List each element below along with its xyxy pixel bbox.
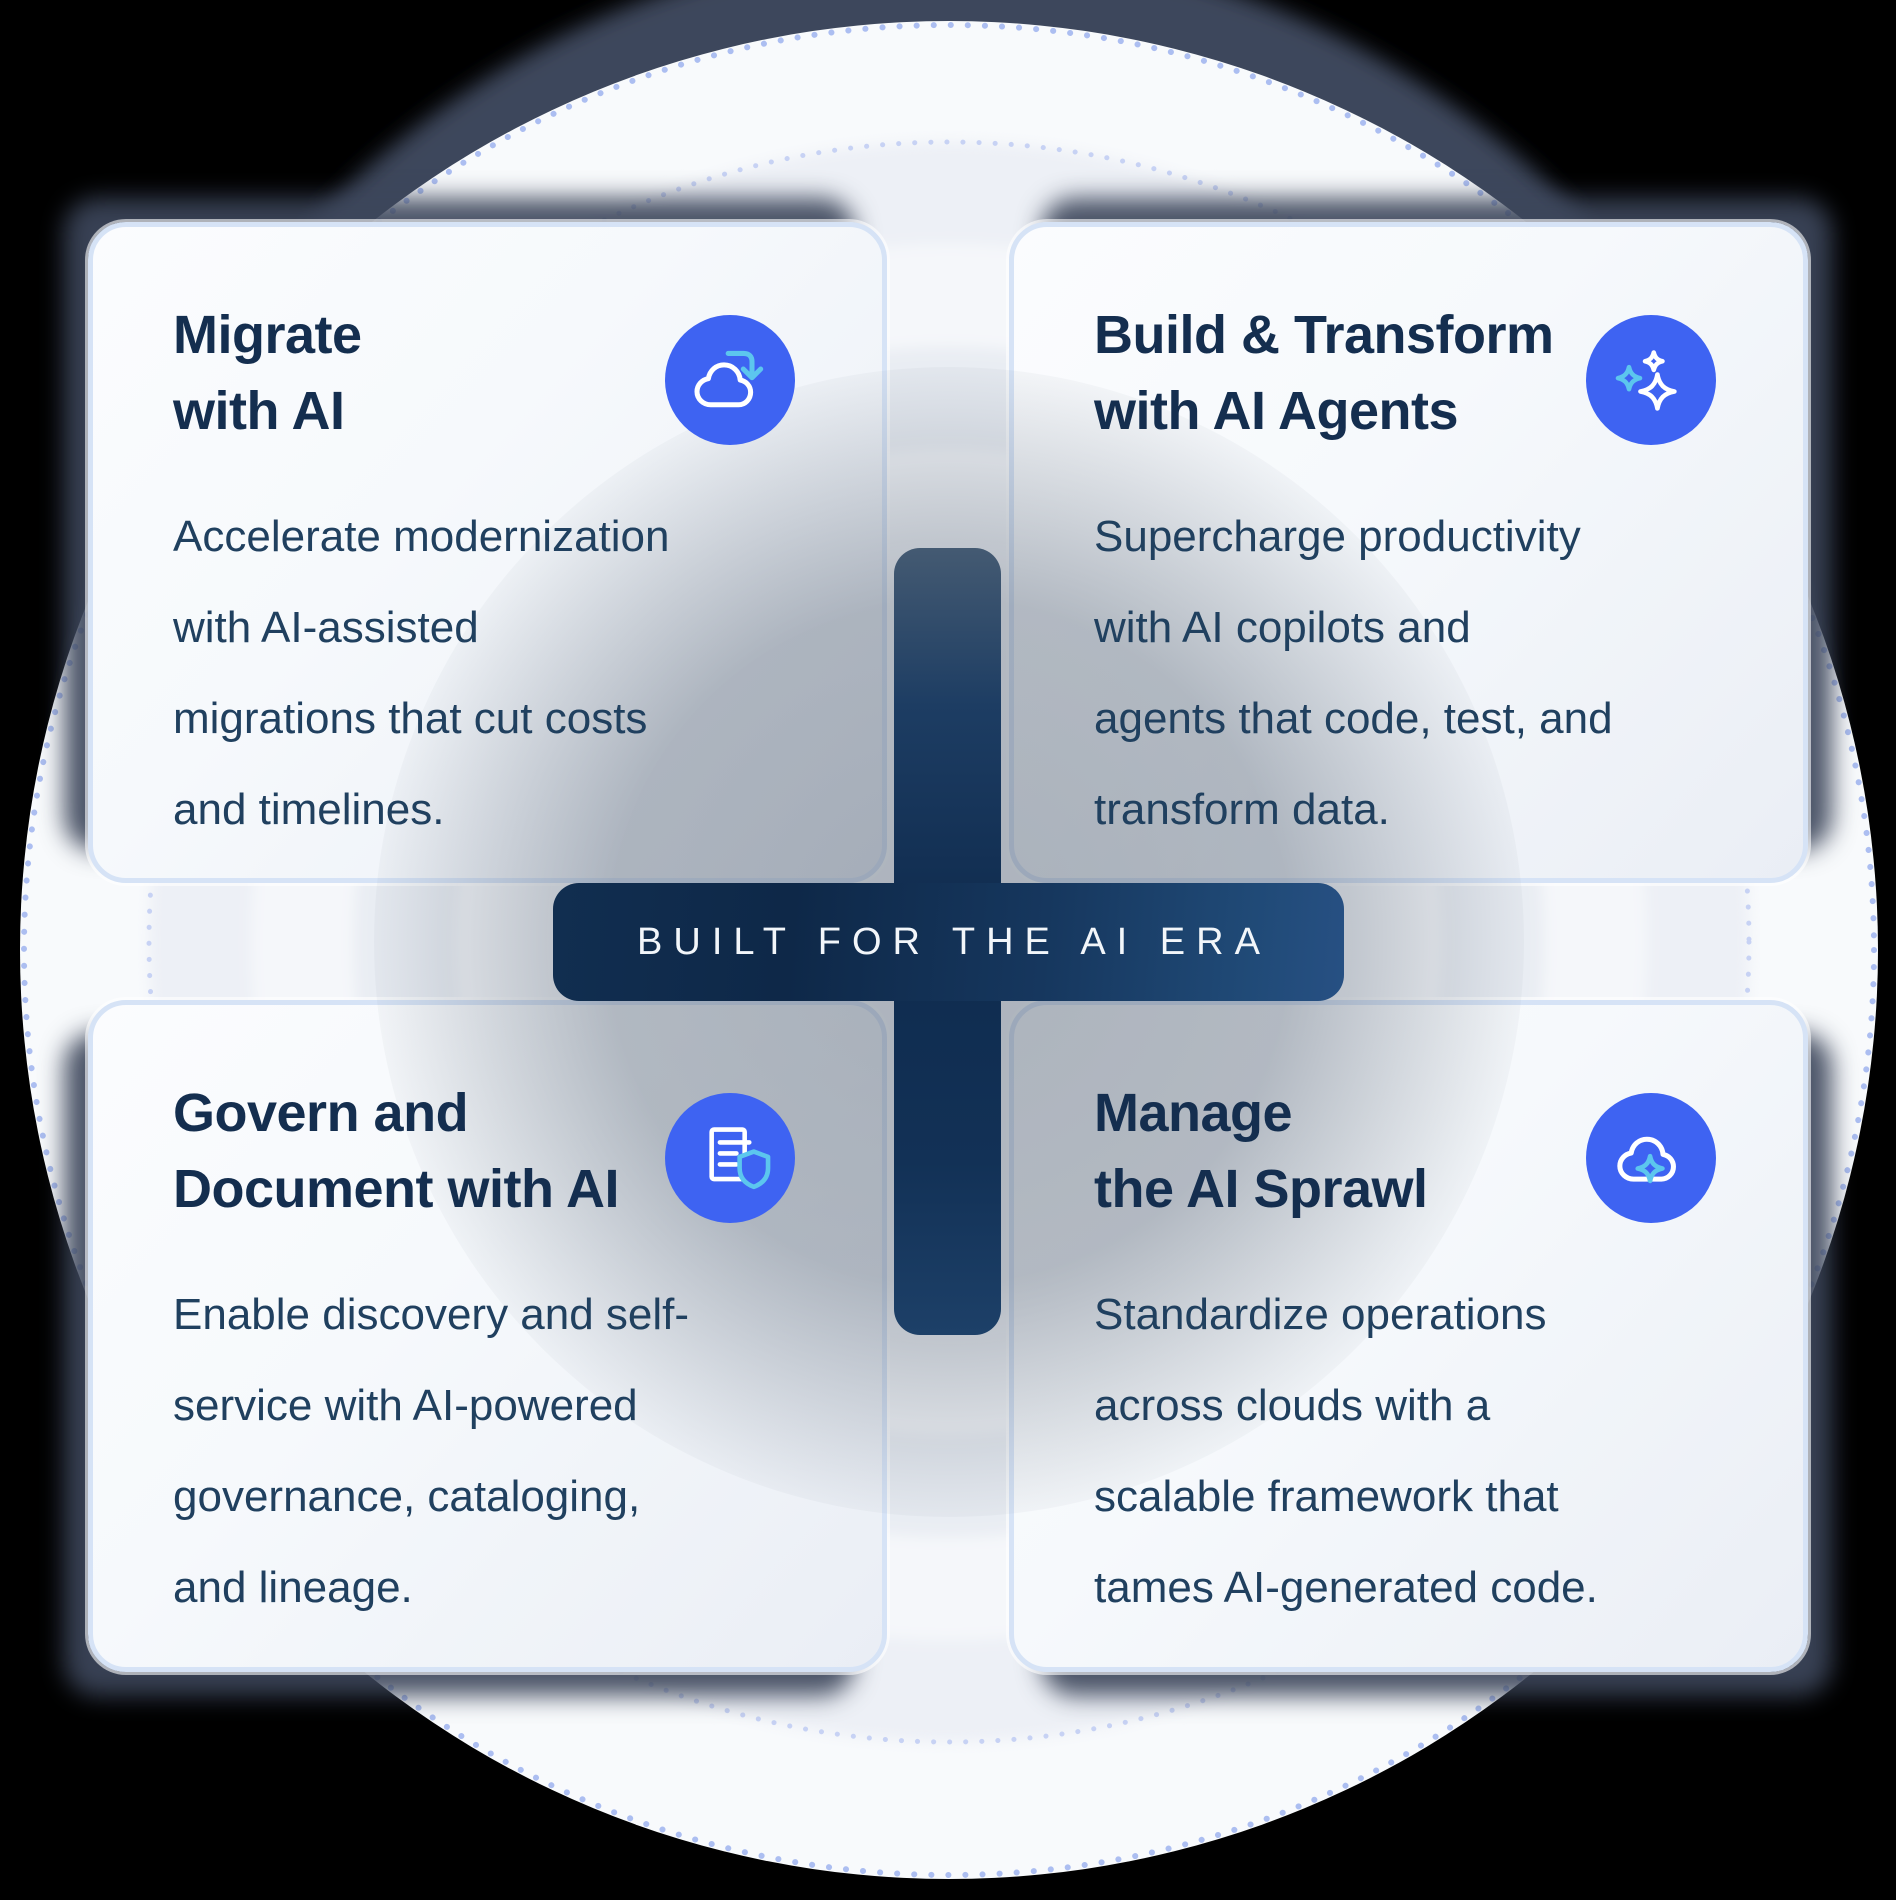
card-content: Manage the AI Sprawl Standardize operati…: [1014, 1075, 1803, 1633]
center-label: BUILT FOR THE AI ERA: [637, 920, 1271, 963]
card-title-line: with AI Agents: [1094, 381, 1459, 441]
card-body-line: with AI copilots and: [1094, 603, 1471, 652]
card-title: Migrate with AI: [173, 297, 846, 449]
card-build-transform: Build & Transform with AI Agents Superch…: [1009, 222, 1808, 883]
card-body-line: service with AI-powered: [173, 1381, 638, 1430]
card-body-line: scalable framework that: [1094, 1472, 1559, 1521]
card-title-line: Migrate: [173, 305, 362, 365]
card-body-line: Standardize operations: [1094, 1290, 1547, 1339]
card-body: Standardize operations across clouds wit…: [1094, 1269, 1767, 1633]
card-body: Accelerate modernization with AI-assiste…: [173, 491, 846, 855]
card-title-line: the AI Sprawl: [1094, 1159, 1428, 1219]
card-content: Govern and Document with AI Enable disco…: [93, 1075, 882, 1633]
card-content: Build & Transform with AI Agents Superch…: [1014, 297, 1803, 855]
card-manage-sprawl: Manage the AI Sprawl Standardize operati…: [1009, 1000, 1808, 1672]
card-body-line: governance, cataloging,: [173, 1472, 641, 1521]
card-body-line: Supercharge productivity: [1094, 512, 1581, 561]
card-title-line: Manage: [1094, 1083, 1293, 1143]
card-title-line: Build & Transform: [1094, 305, 1554, 365]
card-title: Govern and Document with AI: [173, 1075, 846, 1227]
card-govern-document: Govern and Document with AI Enable disco…: [88, 1000, 887, 1672]
card-body-line: migrations that cut costs: [173, 694, 648, 743]
card-title: Build & Transform with AI Agents: [1094, 297, 1767, 449]
card-body-line: with AI-assisted: [173, 603, 479, 652]
card-body-line: and lineage.: [173, 1563, 413, 1612]
card-title-line: Govern and: [173, 1083, 469, 1143]
card-body-line: Accelerate modernization: [173, 512, 670, 561]
cross-horizontal-bar: BUILT FOR THE AI ERA: [553, 883, 1344, 1001]
card-title: Manage the AI Sprawl: [1094, 1075, 1767, 1227]
inner-dotted-ring: [146, 139, 1752, 1745]
card-body-line: tames AI-generated code.: [1094, 1563, 1598, 1612]
ai-sparkles-icon: [1586, 315, 1716, 445]
cloud-sparkle-icon: [1586, 1093, 1716, 1223]
card-body-line: agents that code, test, and: [1094, 694, 1613, 743]
card-body-line: and timelines.: [173, 785, 445, 834]
card-content: Migrate with AI Accelerate modernization…: [93, 297, 882, 855]
card-body-line: across clouds with a: [1094, 1381, 1491, 1430]
card-body: Supercharge productivity with AI copilot…: [1094, 491, 1767, 855]
card-title-line: Document with AI: [173, 1159, 620, 1219]
card-body: Enable discovery and self- service with …: [173, 1269, 846, 1633]
card-body-line: transform data.: [1094, 785, 1390, 834]
outer-dotted-ring: [21, 22, 1877, 1878]
card-migrate-with-ai: Migrate with AI Accelerate modernization…: [88, 222, 887, 883]
card-body-line: Enable discovery and self-: [173, 1290, 690, 1339]
card-title-line: with AI: [173, 381, 345, 441]
